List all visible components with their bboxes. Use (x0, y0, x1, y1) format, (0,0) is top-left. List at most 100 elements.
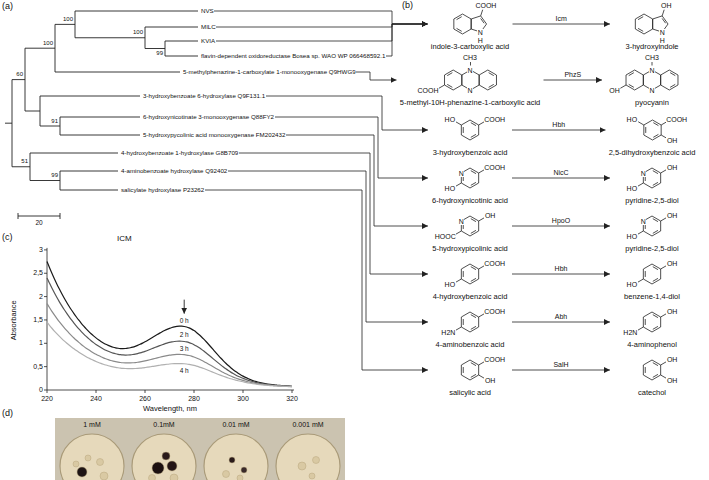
tick-label: 240 (90, 395, 102, 403)
atom-label: COOH (417, 87, 439, 94)
tick-label: 300 (237, 395, 249, 403)
compound-name: 5-hydroxypicolinic acid (432, 245, 507, 254)
compound-node: benzene-1,4-diolOHHO (610, 250, 694, 305)
atom-label: COOH (484, 260, 506, 267)
ring-bond (626, 70, 643, 90)
plate-disc (132, 434, 196, 480)
double-bond (653, 219, 658, 222)
substituent-bond (480, 10, 482, 16)
double-bond (653, 171, 658, 174)
colony (85, 455, 91, 461)
leaf-name: 3-hydroxybenzoate 6-hydroxylase Q9F131.1 (143, 92, 265, 99)
connector (544, 80, 603, 81)
tree-branch (25, 48, 55, 49)
tick-label: 260 (139, 395, 151, 403)
substituent-bond (638, 122, 644, 125)
atom-label: OH (666, 356, 678, 363)
leaf-name: salicylate hydroxylase P23262 (121, 186, 204, 193)
enzyme-label: Icm (555, 15, 568, 23)
atom-label: OH (484, 212, 496, 219)
double-bond (662, 18, 665, 23)
leaf-label: 6-hydroxynicotinate 3-monooxygenase Q88F… (143, 113, 275, 120)
double-bond (653, 123, 658, 126)
spectrum-curve (47, 278, 292, 386)
ring-bond (461, 312, 478, 332)
double-bond (471, 315, 476, 318)
atom-label: N (659, 29, 665, 36)
colony (309, 473, 315, 479)
spectrum-curve (47, 322, 292, 386)
ring-bond (643, 360, 660, 380)
plate-label: 1 mM (83, 421, 101, 429)
double-bond (653, 134, 658, 137)
plate-label: 0.1mM (153, 421, 174, 429)
tree-branch (40, 126, 60, 127)
enzyme-label: Hbh (551, 121, 566, 129)
enzyme-label: PhzS (563, 71, 582, 79)
double-bond (463, 319, 464, 325)
tick-label: 2 (39, 293, 43, 301)
double-bond (645, 367, 646, 373)
axis-title: Wavelength, nm (143, 405, 197, 414)
atom-label: N (467, 87, 473, 94)
curve-label: 2 h (180, 331, 189, 338)
compound-node: salicylic acidCOOHOH (428, 346, 512, 401)
scale-bar (60, 213, 61, 219)
compound-name: benzene-1,4-diol (624, 293, 680, 302)
atom-label: HO (444, 281, 456, 288)
compound-node: 2,5-dihydroxybenzoic acidCOOHOHHO (606, 106, 699, 161)
connector (216, 24, 428, 41)
tick-label: 3 (39, 246, 43, 254)
double-bond (638, 28, 643, 31)
colony (97, 459, 104, 466)
double-bond (447, 73, 452, 76)
ring-bond (479, 70, 496, 90)
structure-drawing (610, 0, 694, 44)
compound-name: pyridine-2,5-diol (625, 197, 678, 206)
atom-label: OH (666, 308, 678, 315)
atom-label: OH (666, 377, 678, 384)
atom-label: H2N (623, 329, 638, 336)
tree-branch (60, 135, 140, 136)
atom-label: COOH (484, 116, 506, 123)
plate-disc (204, 434, 268, 480)
tick-label: 280 (188, 395, 200, 403)
atom-label: COOH (666, 116, 688, 123)
connector (513, 24, 611, 25)
double-bond (471, 326, 476, 329)
tree-branch (30, 180, 60, 181)
atom-label: COOH (484, 164, 506, 171)
axis-line (145, 390, 146, 393)
ring-bond (643, 120, 660, 140)
double-bond (488, 73, 493, 76)
ring-bond (461, 360, 478, 380)
enzyme-label: Hbh (554, 265, 569, 273)
double-bond (629, 73, 634, 76)
panel-letter: (d) (2, 408, 13, 418)
atom-label: N (458, 218, 464, 225)
tree-branch (145, 48, 165, 49)
colony (298, 462, 306, 470)
substituent-bond (470, 62, 471, 66)
colony (77, 467, 87, 477)
colony (149, 475, 156, 480)
double-bond (471, 134, 476, 137)
compound-name: 3-hydroxyindole (626, 43, 679, 52)
leaf-name: KVIA (201, 37, 215, 44)
atom-label: OH (609, 87, 621, 94)
tick-label: 0 (39, 386, 43, 394)
compound-name: 2,5-dihydroxybenzoic acid (609, 149, 696, 158)
axis-line (47, 248, 48, 390)
colony (170, 474, 178, 480)
atom-label: COOH (484, 308, 506, 315)
arrow-indicator (184, 300, 185, 314)
atom-label: N (477, 29, 483, 36)
compound-name: 4-hydroxybenzoic acid (433, 293, 508, 302)
tree-branch (55, 72, 180, 73)
double-bond (463, 367, 464, 373)
axis-line (47, 390, 48, 393)
substituent-bond (638, 183, 644, 186)
tree-branch (55, 24, 75, 25)
atom-label: OH (666, 164, 678, 171)
